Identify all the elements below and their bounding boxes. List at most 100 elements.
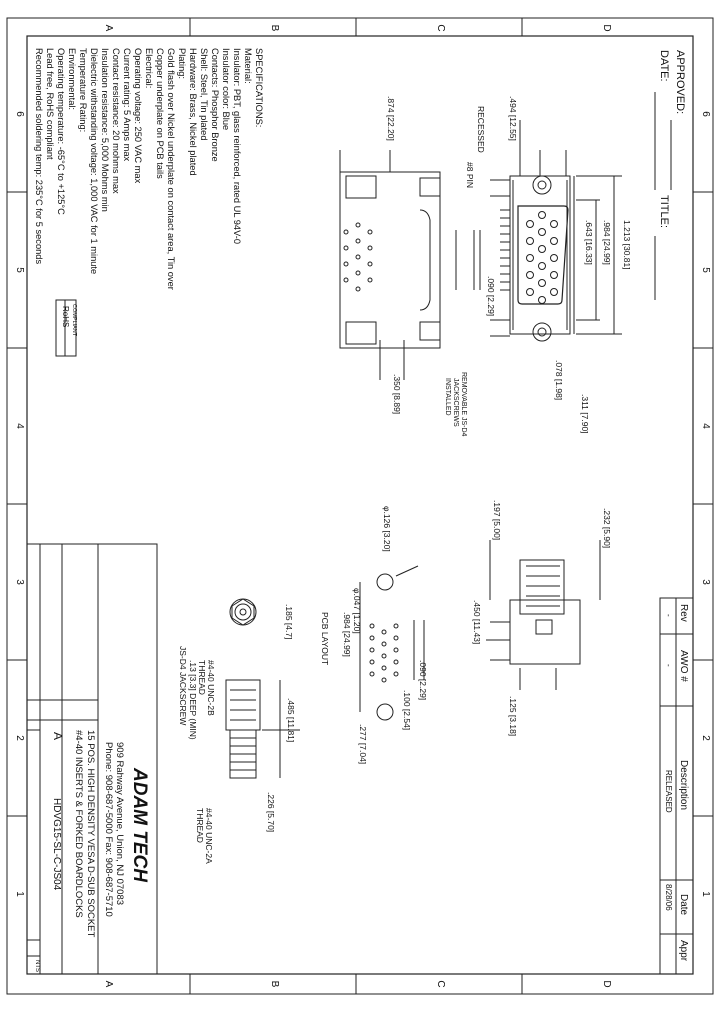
dim-125: .125 [3.18]: [508, 696, 518, 736]
jackscrew-drawing: [225, 598, 300, 779]
revision-table-text: Rev AWO # Description Date Appr - - RELE…: [664, 604, 689, 962]
description-header: Description: [678, 760, 689, 810]
zone-number-left: 4: [14, 423, 25, 429]
date-label: DATE:: [658, 50, 670, 82]
spec-electrical-heading: Electrical:: [144, 48, 154, 88]
border-letters: A B C D A B C D 6 5 4 3 2 1 6 5 4 3 2 1: [14, 24, 711, 987]
dim-277: .277 [7.04]: [358, 724, 368, 764]
company-phone: Phone: 908-687-5000 Fax: 908-687-5710: [103, 742, 114, 917]
thread-depth: .13 [3.3] DEEP (MIN): [188, 660, 198, 740]
spec-line: Lead free, RoHS compliant: [45, 48, 55, 160]
pcb-layout: [359, 565, 425, 721]
title-label: TITLE:: [658, 195, 670, 228]
revision-table: [659, 597, 694, 975]
spec-temperature-heading: Temperature Rating:: [78, 48, 88, 132]
dim-485: .485 [11.81]: [286, 698, 296, 742]
spec-line: Shell: Steel, Tin plated: [199, 48, 209, 141]
company-name: ADAM TECH: [129, 767, 150, 883]
zone-letter-top: C: [435, 24, 446, 31]
zone-letter-bottom: A: [103, 981, 114, 988]
jackscrew-labels: .185 [4.7] #4-40 UNC-2B THREAD .13 [3.3]…: [178, 604, 296, 864]
dim-226: .226 [5.70]: [266, 792, 276, 832]
side-view-labels: .232 [5.90] .197 [5.00] .450 [11.43] .12…: [472, 500, 612, 736]
dim-984: .984 [24.99]: [602, 220, 612, 265]
title-block-text: ADAM TECH 909 Rahway Avenue, Union, NJ 0…: [34, 730, 150, 972]
pcb-layout-labels: φ.126 [3.20] φ.047 [1.20] .984 [24.99] .…: [320, 506, 428, 764]
zone-number-left: 2: [14, 735, 25, 741]
spec-line: Operating voltage: 250 VAC max: [133, 48, 143, 184]
spec-line: Recommended soldering temp: 235°C for 5 …: [34, 48, 44, 264]
thread-bottom-sub: THREAD: [195, 808, 205, 843]
rev-cell: -: [664, 614, 673, 617]
zone-letter-bottom: C: [435, 980, 446, 987]
zone-letter-top: D: [601, 24, 612, 31]
side-pin-array: [343, 222, 373, 292]
dim-047: φ.047 [1.20]: [352, 588, 362, 634]
spec-line: Copper underplate on PCB tails: [155, 48, 165, 179]
dim-185: .185 [4.7]: [284, 604, 294, 639]
zone-number-left: 1: [14, 891, 25, 897]
title-block: [26, 543, 158, 975]
dim-311: .311 [7.90]: [580, 394, 590, 434]
dim-450: .450 [11.43]: [472, 600, 482, 644]
spec-line: Contact resistance: 20 mohms max: [111, 48, 121, 194]
approval-block: APPROVED: DATE: TITLE:: [654, 50, 686, 300]
front-view: [490, 120, 622, 342]
thread-top-sub: THREAD: [197, 660, 207, 695]
size-label: A: [51, 732, 65, 740]
awo-cell: -: [664, 664, 673, 667]
zone-number-right: 3: [700, 579, 711, 585]
dim-078: .078 [1.98]: [554, 360, 564, 400]
dim-090-front: .090 [2.29]: [486, 276, 496, 316]
dim-350: .350 [8.89]: [392, 374, 402, 414]
zone-number-left: 5: [14, 267, 25, 273]
removable-label: REMOVABLE JS-D4: [460, 372, 467, 437]
front-view-labels: .494 [12.55] .874 [22.20] RECESSED #8 PI…: [386, 96, 632, 437]
front-view-side-profile: [339, 150, 481, 380]
date-header: Date: [678, 894, 689, 916]
approved-label: APPROVED:: [674, 50, 686, 114]
zone-letter-top: B: [269, 25, 280, 32]
dim-984-pcb: .984 [24.99]: [342, 612, 352, 657]
zone-letter-bottom: B: [269, 981, 280, 988]
pin-array: [526, 211, 558, 304]
dim-494: .494 [12.55]: [508, 96, 518, 141]
spec-line: Current rating: 5 Amps max: [122, 48, 132, 162]
spec-line: Insulator color: Blue: [221, 48, 231, 130]
jackscrew-title: JS-D4 JACKSCREW: [178, 646, 188, 725]
spec-line: Insulator: PBT, glass reinforced, rated …: [232, 48, 242, 244]
drawing-title-line1: 15 POS. HIGH DENSITY VESA D-SUB SOCKET: [85, 730, 96, 937]
pcb-hole-array: [369, 623, 399, 683]
rev-header: Rev: [678, 604, 689, 622]
spec-line: Operating temperature: -65°C to +125°C: [56, 48, 66, 215]
dim-643: .643 [16.33]: [584, 220, 594, 265]
awo-header: AWO #: [678, 650, 689, 682]
recessed-label: RECESSED: [476, 106, 486, 153]
spec-environmental-heading: Environmental:: [67, 48, 77, 110]
dim-1213: 1.213 [30.81]: [622, 220, 632, 270]
rohs-badge: RoHS COMPLIANT: [55, 299, 77, 357]
zone-number-right: 1: [700, 891, 711, 897]
removable-label: JACKSCREWS: [452, 378, 459, 427]
date-cell: 8/28/06: [664, 884, 673, 911]
inner-border: [26, 35, 694, 975]
zone-number-right: 5: [700, 267, 711, 273]
pcb-layout-title: PCB LAYOUT: [320, 612, 330, 665]
company-address: 909 Rahway Avenue, Union, NJ 07083: [114, 742, 125, 905]
removable-label: INSTALLED: [444, 378, 451, 416]
rohs-badge-bottom: COMPLIANT: [71, 304, 77, 337]
zone-number-left: 3: [14, 579, 25, 585]
zone-letter-bottom: D: [601, 980, 612, 987]
drawing-title-line2: #4-40 INSERTS & FORKED BOARDLOCKS: [73, 730, 84, 918]
zone-letter-top: A: [103, 25, 114, 32]
specifications-block: SPECIFICATIONS: Material: Insulator: PBT…: [34, 48, 264, 290]
sheet-scale: NTS: [34, 960, 40, 972]
dim-197: .197 [5.00]: [492, 500, 502, 540]
dim-090-pcb: .090 [2.29]: [418, 660, 428, 700]
spec-heading: SPECIFICATIONS:: [254, 48, 264, 127]
spec-line: Dielectric withstanding voltage: 1,000 V…: [89, 48, 99, 274]
dim-100: .100 [2.54]: [402, 690, 412, 730]
pin-label: #8 PIN: [465, 162, 475, 188]
spec-line: Gold flash over Nickel underplate on con…: [166, 48, 176, 290]
